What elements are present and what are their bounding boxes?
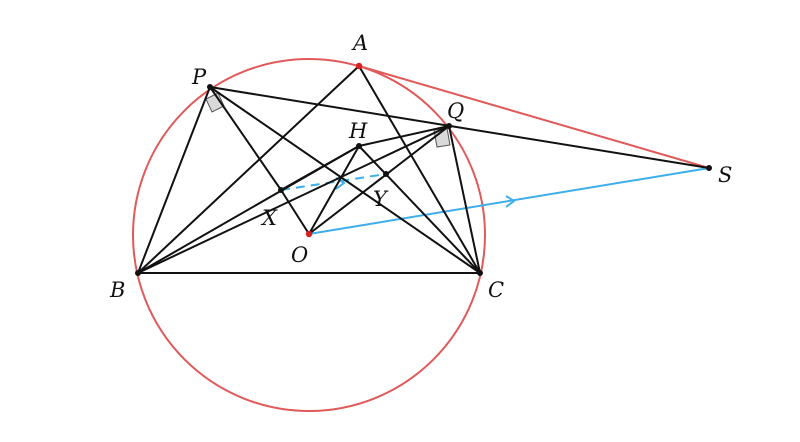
label-a: A [351, 31, 368, 55]
arrow-os [505, 195, 516, 208]
segment-qc [448, 125, 481, 274]
point-h [356, 143, 362, 149]
label-b: B [109, 278, 125, 302]
point-c [477, 270, 483, 276]
segment-os [308, 167, 710, 235]
segment-pc [209, 86, 481, 274]
point-b [135, 270, 141, 276]
segment-hc [358, 145, 481, 274]
point-p [207, 84, 213, 90]
circumcircle [132, 58, 486, 412]
segment-ac [358, 65, 481, 274]
label-x: X [260, 206, 278, 230]
black-segments [137, 65, 710, 274]
label-y: Y [373, 187, 389, 211]
point-a [355, 62, 363, 70]
label-s: S [718, 163, 732, 187]
segment-hx [280, 145, 360, 191]
segment-ps [209, 86, 710, 169]
segment-oq [308, 125, 450, 235]
segment-ab [137, 65, 360, 274]
point-o [305, 230, 313, 238]
label-p: P [191, 65, 207, 89]
segment-xo [280, 189, 310, 235]
point-s [706, 165, 712, 171]
label-c: C [488, 278, 504, 302]
point-x [278, 187, 284, 193]
label-q: Q [447, 99, 464, 123]
label-h: H [348, 119, 368, 143]
right-angle-marker-p [205, 92, 225, 113]
segment-pb [137, 86, 211, 274]
point-y [383, 171, 389, 177]
label-o: O [291, 243, 308, 267]
segment-bq [137, 125, 450, 274]
segment-px [209, 86, 282, 191]
segment-as [358, 65, 710, 169]
point-q [446, 123, 452, 129]
segment-hq [358, 125, 450, 147]
segment-ho [308, 145, 360, 235]
segment-xy-dashed [280, 173, 387, 191]
arrow-xy [335, 177, 346, 190]
